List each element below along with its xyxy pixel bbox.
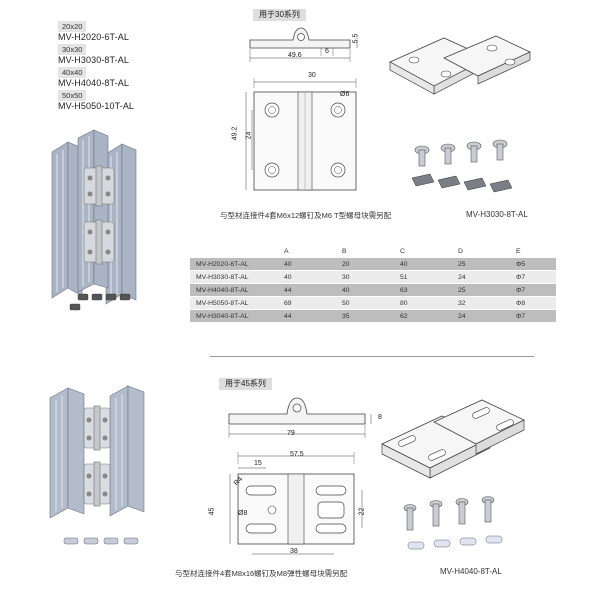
dim-slot-offset: 15 <box>254 460 262 467</box>
section-divider <box>210 356 534 357</box>
dim-hole-dia: Ø6 <box>340 91 350 98</box>
table-cell: Φ8 <box>510 296 556 310</box>
header-cell: A <box>284 248 289 255</box>
caption-45: 与型材连接件4套M8x16螺钉及M8弹性螺母块需另配 <box>175 569 348 578</box>
profile-assembly-45-illustration <box>49 385 145 545</box>
header-cell: E <box>516 248 521 255</box>
table-row: MV-H3040-8T-AL 44 35 62 24 Φ7 <box>190 309 556 322</box>
table-cell: 69 <box>278 296 336 310</box>
table-cell: 63 <box>394 283 452 297</box>
table-cell: 24 <box>452 270 510 284</box>
table-cell: 44 <box>278 309 336 322</box>
table-cell: Φ7 <box>510 270 556 284</box>
hinge-30-side-view <box>249 27 358 62</box>
profile-assembly-30-illustration <box>51 129 137 311</box>
hinge-45-front-view <box>229 452 363 555</box>
table-row: MV-H5050-8T-AL 69 50 80 32 Φ8 <box>190 296 556 310</box>
table-cell: Φ7 <box>510 283 556 297</box>
table-row: MV-H2020-6T-AL 40 20 40 25 Φ5 <box>190 257 556 271</box>
part-number-30: MV-H3030-8T-AL <box>466 210 528 219</box>
table-cell: 40 <box>394 257 452 271</box>
size-tag: 50x50 <box>58 90 87 101</box>
caption-30: 与型材连接件4套M6x12螺钉及M6 T型螺母块需另配 <box>220 211 392 220</box>
table-row: MV-H3030-8T-AL 40 30 51 24 Φ7 <box>190 270 556 284</box>
header-cell: B <box>342 248 347 255</box>
size-tag: 30x30 <box>58 44 87 55</box>
model-label: MV-H3030-8T-AL <box>58 55 129 65</box>
table-cell: 40 <box>336 283 394 297</box>
table-cell: MV-H5050-8T-AL <box>190 296 278 310</box>
screws-and-nuts-45-illustration <box>403 496 503 550</box>
size-tag: 40x40 <box>58 67 87 78</box>
header-cell: C <box>400 248 405 255</box>
spec-table: A B C D E MV-H2020-6T-AL 40 20 40 25 Φ5 … <box>190 246 556 322</box>
table-cell: MV-H3030-8T-AL <box>190 270 278 284</box>
table-cell: 50 <box>336 296 394 310</box>
spec-table-header: A B C D E <box>190 246 556 258</box>
table-cell: MV-H2020-6T-AL <box>190 257 278 271</box>
dim-total-width: 49.6 <box>288 52 302 59</box>
model-label: MV-H4040-8T-AL <box>58 78 129 88</box>
dim-thickness: 5.5 <box>352 33 360 44</box>
table-cell: 80 <box>394 296 452 310</box>
table-cell: 25 <box>452 257 510 271</box>
dim-width-top: 30 <box>308 72 316 79</box>
table-cell: 44 <box>278 283 336 297</box>
table-cell: 20 <box>336 257 394 271</box>
hinge-45-side-view <box>228 397 372 438</box>
dim-slot-pitch: 22 <box>358 507 366 516</box>
dim-slot-length: 38 <box>290 548 298 555</box>
dim-thickness-45: 8 <box>378 414 382 421</box>
model-label: MV-H5050-10T-AL <box>58 101 135 111</box>
header-cell <box>190 246 278 258</box>
dim-height: 49.2 <box>231 126 239 141</box>
table-cell: 40 <box>278 257 336 271</box>
model-label: MV-H2020-6T-AL <box>58 32 129 42</box>
series-title-30: 用于30系列 <box>253 9 306 21</box>
hinge-30-3d-view <box>389 35 531 95</box>
dim-hole-dia-45: Ø8 <box>238 510 248 517</box>
size-tag: 20x20 <box>58 21 87 32</box>
table-cell: MV-H3040-8T-AL <box>190 309 278 322</box>
table-cell: 32 <box>452 296 510 310</box>
table-cell: 40 <box>278 270 336 284</box>
series-title-45: 用于45系列 <box>219 378 272 390</box>
table-cell: 25 <box>452 283 510 297</box>
table-row: MV-H4040-8T-AL 44 40 63 25 Φ7 <box>190 283 556 297</box>
hinge-30-front-view <box>245 78 357 191</box>
dim-total-width-45: 79 <box>287 430 295 437</box>
dim-width-top-45: 57.5 <box>290 451 304 458</box>
screws-and-nuts-30-illustration <box>411 139 513 193</box>
hinge-45-3d-view <box>381 399 525 479</box>
table-cell: 24 <box>452 309 510 322</box>
table-cell: Φ5 <box>510 257 556 271</box>
dim-hole-pitch: 24 <box>245 131 253 140</box>
header-cell: D <box>458 248 463 255</box>
table-cell: MV-H4040-8T-AL <box>190 283 278 297</box>
table-cell: 30 <box>336 270 394 284</box>
part-number-45: MV-H4040-8T-AL <box>440 567 502 576</box>
table-cell: Φ7 <box>510 309 556 322</box>
table-cell: 62 <box>394 309 452 322</box>
dim-offset: 6 <box>325 48 329 55</box>
table-cell: 51 <box>394 270 452 284</box>
dim-height-45: 45 <box>208 507 216 516</box>
table-cell: 35 <box>336 309 394 322</box>
